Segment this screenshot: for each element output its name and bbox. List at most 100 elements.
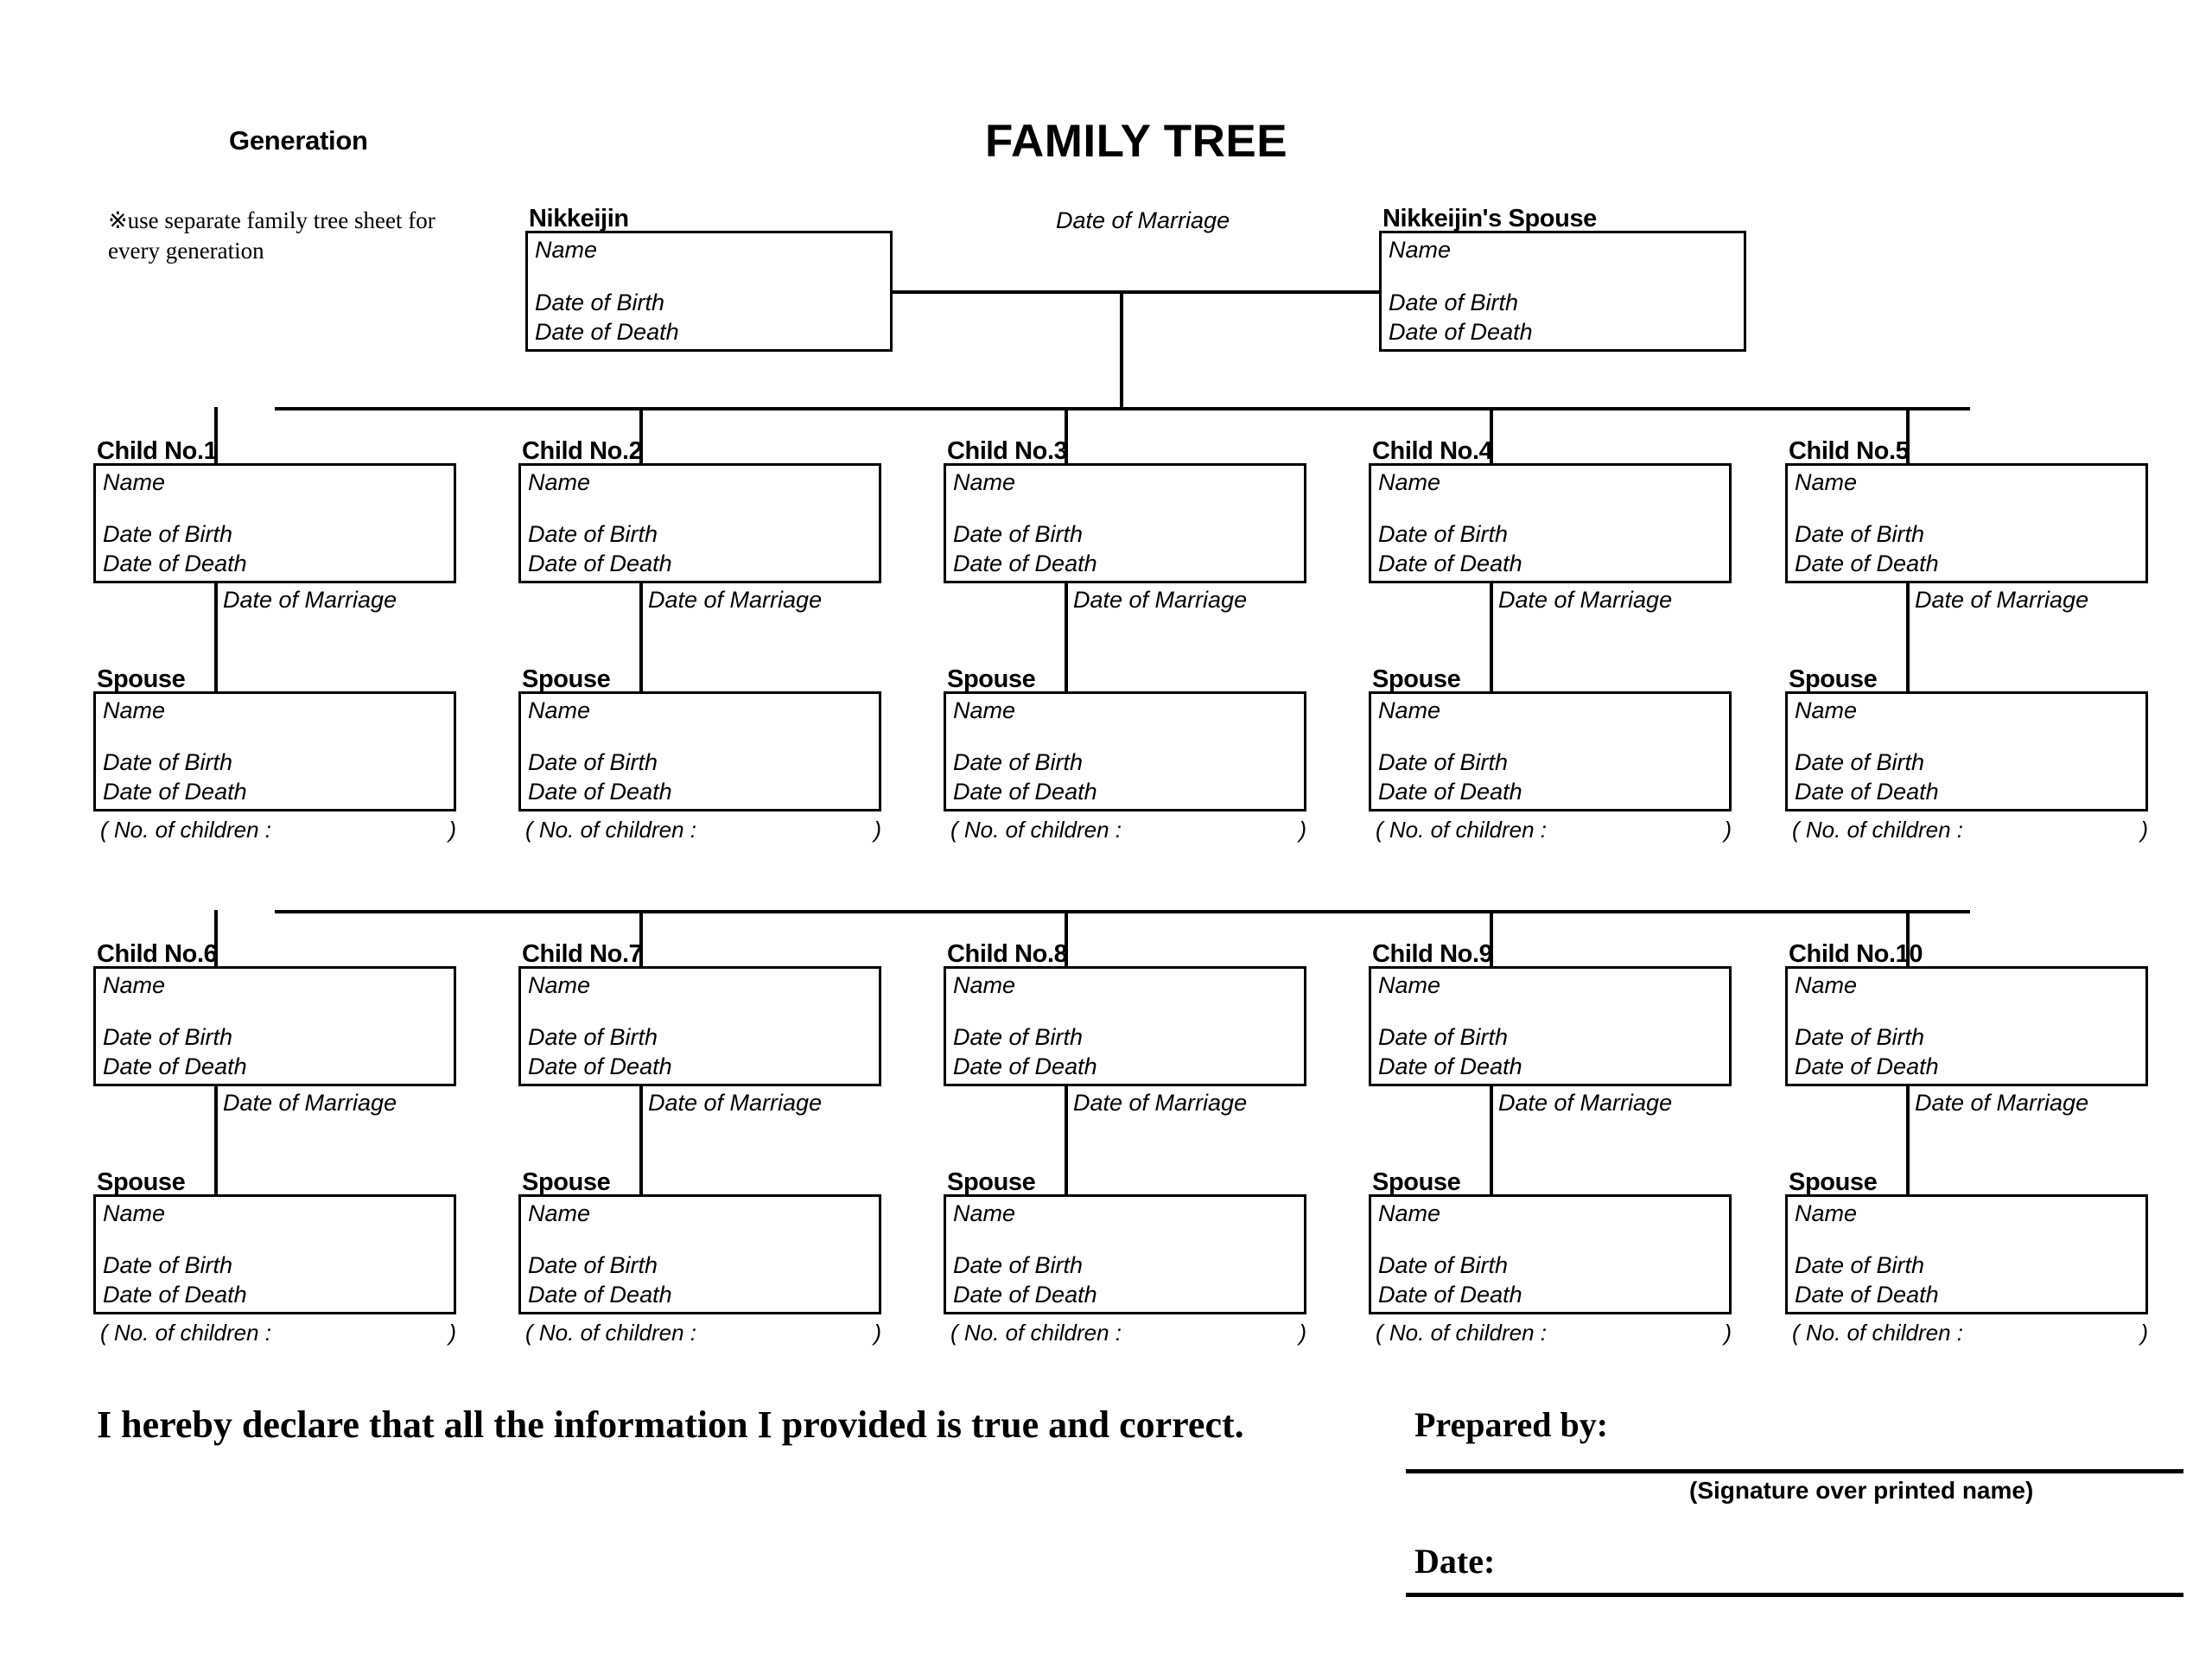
spouse-name-field-4[interactable]: Name — [1378, 697, 1441, 723]
nikkeijin-spouse-box[interactable]: Name Date of Birth Date of Death — [1379, 231, 1746, 352]
child-dod-field-9[interactable]: Date of Death — [1378, 1053, 1522, 1079]
no-of-children-row-6[interactable]: ( No. of children :) — [100, 1320, 456, 1346]
no-of-children-row-5[interactable]: ( No. of children :) — [1792, 817, 2148, 843]
spouse-dob-field-9[interactable]: Date of Birth — [1378, 1252, 1509, 1278]
child-dob-field-3[interactable]: Date of Birth — [953, 521, 1084, 547]
child-dob-field-6[interactable]: Date of Birth — [103, 1024, 233, 1050]
no-of-children-row-10[interactable]: ( No. of children :) — [1792, 1320, 2148, 1346]
child-dob-field-8[interactable]: Date of Birth — [953, 1024, 1084, 1050]
spouse-dob-field-1[interactable]: Date of Birth — [103, 749, 233, 775]
spouse-name-field-1[interactable]: Name — [103, 697, 166, 723]
spouse-name-field-5[interactable]: Name — [1795, 697, 1858, 723]
child-name-field-5[interactable]: Name — [1795, 469, 1858, 495]
child-name-field-8[interactable]: Name — [953, 972, 1016, 998]
spouse-name-field-7[interactable]: Name — [528, 1200, 591, 1226]
spouse-name-field-6[interactable]: Name — [103, 1200, 166, 1226]
spouse-dob-field-10[interactable]: Date of Birth — [1795, 1252, 1925, 1278]
child-dod-field-4[interactable]: Date of Death — [1378, 550, 1522, 576]
child-dod-field-5[interactable]: Date of Death — [1795, 550, 1939, 576]
spouse-name-field-10[interactable]: Name — [1795, 1200, 1858, 1226]
no-of-children-row-7[interactable]: ( No. of children :) — [525, 1320, 881, 1346]
child-dob-field-5[interactable]: Date of Birth — [1795, 521, 1925, 547]
no-of-children-row-4[interactable]: ( No. of children :) — [1376, 817, 1732, 843]
child-name-field-10[interactable]: Name — [1795, 972, 1858, 998]
spouse-dod-field-4[interactable]: Date of Death — [1378, 779, 1522, 805]
nikkeijin-dob-field[interactable]: Date of Birth — [535, 290, 665, 315]
spouse-dod-field-8[interactable]: Date of Death — [953, 1282, 1097, 1308]
no-of-children-row-2[interactable]: ( No. of children :) — [525, 817, 881, 843]
spouse-name-field-2[interactable]: Name — [528, 697, 591, 723]
nikkeijin-spouse-name-field[interactable]: Name — [1389, 237, 1452, 263]
child-dod-field-10[interactable]: Date of Death — [1795, 1053, 1939, 1079]
nikkeijin-name-field[interactable]: Name — [535, 237, 598, 263]
nikkeijin-dod-field[interactable]: Date of Death — [535, 319, 679, 345]
no-of-children-row-3[interactable]: ( No. of children :) — [950, 817, 1306, 843]
child-dod-field-7[interactable]: Date of Death — [528, 1053, 672, 1079]
child-dob-field-2[interactable]: Date of Birth — [528, 521, 658, 547]
nikkeijin-box[interactable]: Name Date of Birth Date of Death — [525, 231, 893, 352]
spouse-dod-field-7[interactable]: Date of Death — [528, 1282, 672, 1308]
child-dob-field-1[interactable]: Date of Birth — [103, 521, 233, 547]
spouse-dod-field-3[interactable]: Date of Death — [953, 779, 1097, 805]
child-name-field-4[interactable]: Name — [1378, 469, 1441, 495]
child-name-field-9[interactable]: Name — [1378, 972, 1441, 998]
child-name-field-6[interactable]: Name — [103, 972, 166, 998]
spouse-name-field-9[interactable]: Name — [1378, 1200, 1441, 1226]
spouse-dob-field-2[interactable]: Date of Birth — [528, 749, 658, 775]
spouse-dob-field-4[interactable]: Date of Birth — [1378, 749, 1509, 775]
child-dod-field-2[interactable]: Date of Death — [528, 550, 672, 576]
nikkeijin-spouse-dob-field[interactable]: Date of Birth — [1389, 290, 1519, 315]
spouse-dod-field-5[interactable]: Date of Death — [1795, 779, 1939, 805]
child-name-field-3[interactable]: Name — [953, 469, 1016, 495]
child-dod-field-6[interactable]: Date of Death — [103, 1053, 247, 1079]
signature-rule[interactable] — [1406, 1469, 2183, 1473]
no-of-children-row-8[interactable]: ( No. of children :) — [950, 1320, 1306, 1346]
spouse-dob-field-8[interactable]: Date of Birth — [953, 1252, 1084, 1278]
child-dod-field-1[interactable]: Date of Death — [103, 550, 247, 576]
no-of-children-row-9[interactable]: ( No. of children :) — [1376, 1320, 1732, 1346]
date-rule[interactable] — [1406, 1593, 2183, 1597]
spouse-dob-field-5[interactable]: Date of Birth — [1795, 749, 1925, 775]
spouse-dob-field-7[interactable]: Date of Birth — [528, 1252, 658, 1278]
child-name-field-2[interactable]: Name — [528, 469, 591, 495]
child-name-field-7[interactable]: Name — [528, 972, 591, 998]
child-name-field-1[interactable]: Name — [103, 469, 166, 495]
child-dod-field-8[interactable]: Date of Death — [953, 1053, 1097, 1079]
child-dod-field-3[interactable]: Date of Death — [953, 550, 1097, 576]
child-dob-field-9[interactable]: Date of Birth — [1378, 1024, 1509, 1050]
spouse-dod-field-2[interactable]: Date of Death — [528, 779, 672, 805]
spouse-dob-field-3[interactable]: Date of Birth — [953, 749, 1084, 775]
spouse-dod-field-1[interactable]: Date of Death — [103, 779, 247, 805]
child-dob-field-7[interactable]: Date of Birth — [528, 1024, 658, 1050]
no-of-children-row-1[interactable]: ( No. of children :) — [100, 817, 456, 843]
nikkeijin-spouse-dod-field[interactable]: Date of Death — [1389, 319, 1533, 345]
spouse-name-field-8[interactable]: Name — [953, 1200, 1016, 1226]
child-dob-field-4[interactable]: Date of Birth — [1378, 521, 1509, 547]
spouse-dod-field-6[interactable]: Date of Death — [103, 1282, 247, 1308]
spouse-dod-field-9[interactable]: Date of Death — [1378, 1282, 1522, 1308]
spouse-dod-field-10[interactable]: Date of Death — [1795, 1282, 1939, 1308]
child-dob-field-10[interactable]: Date of Birth — [1795, 1024, 1925, 1050]
spouse-name-field-3[interactable]: Name — [953, 697, 1016, 723]
spouse-dob-field-6[interactable]: Date of Birth — [103, 1252, 233, 1278]
